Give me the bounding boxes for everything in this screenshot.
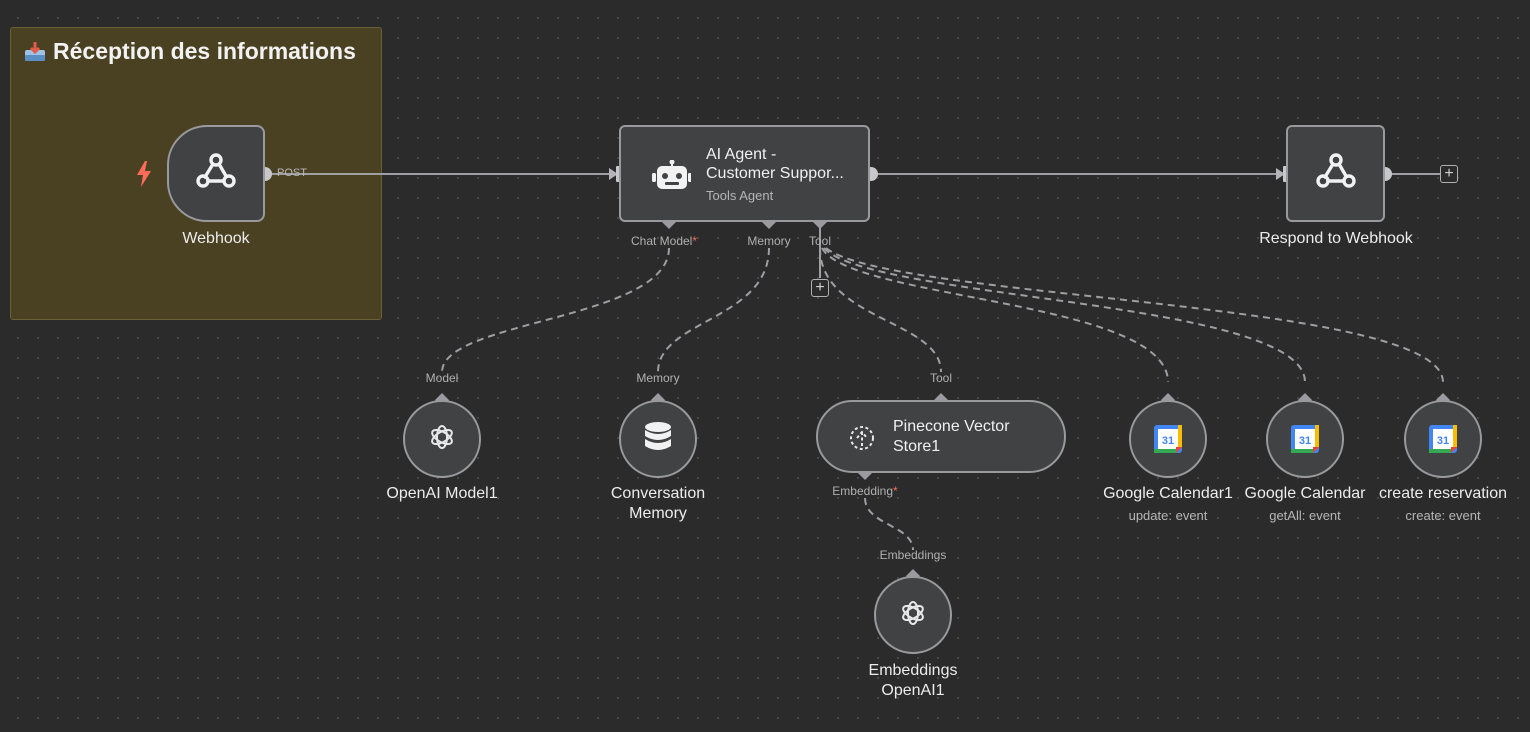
pinecone-title-line1: Pinecone Vector <box>893 418 1010 435</box>
google-calendar-icon: 31 <box>1291 425 1319 453</box>
agent-subtitle: Tools Agent <box>706 188 774 203</box>
add-node-button[interactable]: + <box>1440 165 1458 183</box>
port-label-chat-model-text: Chat Model <box>630 234 693 248</box>
port-label-embedding-text: Embedding <box>832 484 894 498</box>
required-mark: * <box>893 484 898 498</box>
embeddings-label: Embeddings OpenAI1 <box>869 661 958 701</box>
webhook-icon <box>195 151 237 196</box>
webhook-label: Webhook <box>182 230 250 247</box>
edge-tool-gcal3 <box>825 247 1444 383</box>
gcal1-subtitle: update: event <box>1128 508 1208 523</box>
pinecone-title-line2: Store1 <box>893 438 941 455</box>
add-tool-button[interactable]: + <box>811 279 829 297</box>
output-label-post: POST <box>277 167 307 179</box>
embeddings-openai-node[interactable] <box>874 576 952 654</box>
pinecone-title: Pinecone Vector Store1 <box>893 417 1010 457</box>
openai-model-label: OpenAI Model1 <box>386 485 498 502</box>
port-label-memory: Memory <box>747 234 791 248</box>
arrow-agent-in <box>609 168 618 180</box>
port-label-embedding: Embedding* <box>832 484 897 498</box>
gcal2-subtitle: getAll: event <box>1269 508 1341 523</box>
sticky-title: Réception des informations <box>23 38 356 65</box>
gcal3-label: create reservation <box>1378 485 1508 502</box>
required-mark: * <box>692 234 698 248</box>
sticky-title-text: Réception des informations <box>53 38 356 64</box>
agent-title: AI Agent - Customer Suppor... <box>706 145 844 183</box>
port-label-tool-pinecone: Tool <box>929 371 953 385</box>
port-label-model: Model <box>425 371 459 385</box>
robot-icon <box>651 159 692 195</box>
openai-icon <box>426 421 458 458</box>
google-calendar-icon: 31 <box>1429 425 1457 453</box>
agent-title-line2: Customer Suppor... <box>706 165 844 182</box>
memory-label-line1: Conversation <box>610 485 706 502</box>
embeddings-label-line1: Embeddings <box>868 662 958 679</box>
google-calendar-node[interactable]: 31 <box>1266 400 1344 478</box>
gcal3-subtitle: create: event <box>1405 508 1481 523</box>
edge-tool-gcal2 <box>823 247 1306 383</box>
lightning-icon <box>136 161 152 192</box>
memory-label: Conversation Memory <box>611 484 705 524</box>
ai-agent-node[interactable]: AI Agent - Customer Suppor... Tools Agen… <box>619 125 870 222</box>
embeddings-label-line2: OpenAI1 <box>881 682 945 699</box>
port-label-tool: Tool <box>808 234 832 248</box>
pinecone-node[interactable]: Pinecone Vector Store1 <box>816 400 1066 473</box>
port-label-embeddings: Embeddings <box>879 548 947 562</box>
pinecone-icon <box>848 424 876 457</box>
gcal-icon-text: 31 <box>1437 435 1449 447</box>
edge-chatmodel-openai <box>441 247 670 373</box>
respond-to-webhook-node[interactable] <box>1286 125 1385 222</box>
webhook-icon <box>1315 151 1357 196</box>
gcal2-label: Google Calendar <box>1244 485 1366 502</box>
edge-tool-pinecone <box>819 247 942 373</box>
gcal1-label: Google Calendar1 <box>1103 485 1233 502</box>
edge-embedding <box>864 497 914 551</box>
google-calendar-icon: 31 <box>1154 425 1182 453</box>
respond-label: Respond to Webhook <box>1259 230 1413 247</box>
memory-label-line2: Memory <box>629 505 687 522</box>
openai-icon <box>897 597 929 634</box>
arrow-respond-in <box>1276 168 1285 180</box>
agent-title-line1: AI Agent - <box>706 146 777 163</box>
webhook-node[interactable] <box>167 125 265 222</box>
create-reservation-node[interactable]: 31 <box>1404 400 1482 478</box>
database-icon <box>644 421 672 457</box>
edge-memory-memory <box>657 247 770 373</box>
google-calendar1-node[interactable]: 31 <box>1129 400 1207 478</box>
edge-tool-gcal1 <box>821 247 1169 383</box>
port-label-chat-model: Chat Model* <box>631 234 697 248</box>
openai-model-node[interactable] <box>403 400 481 478</box>
inbox-tray-icon <box>23 41 47 63</box>
port-label-memory-node: Memory <box>636 371 680 385</box>
gcal-icon-text: 31 <box>1162 435 1174 447</box>
gcal-icon-text: 31 <box>1299 435 1311 447</box>
conversation-memory-node[interactable] <box>619 400 697 478</box>
